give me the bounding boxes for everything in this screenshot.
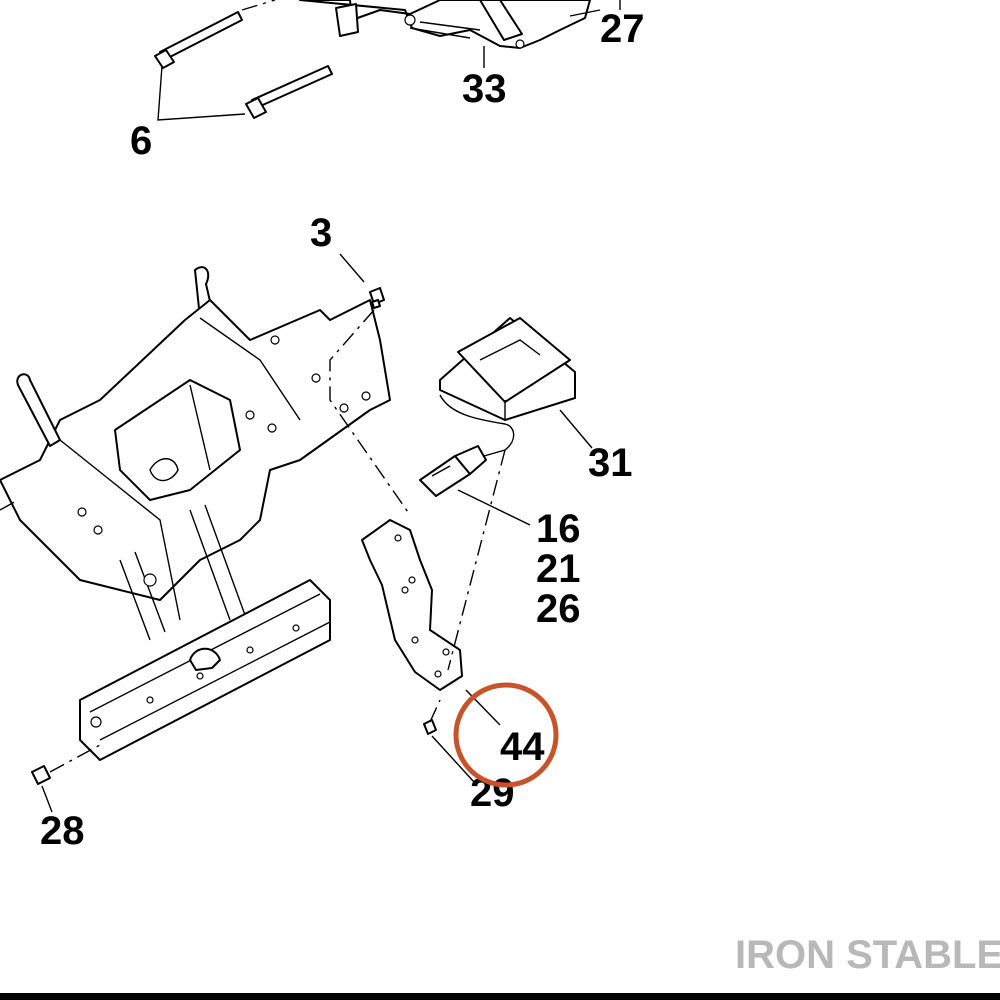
callout-26: 26: [536, 587, 581, 631]
callout-31: 31: [588, 441, 633, 485]
callout-44: 44: [500, 725, 545, 769]
bolt-lower: [245, 65, 333, 119]
bottom-border: [0, 993, 1000, 1000]
watermark-text: IRON STABLE: [735, 933, 1000, 977]
highlight-circle: [453, 682, 559, 788]
main-frame: [0, 266, 391, 785]
axis-line-29: [429, 699, 441, 723]
callout-28: 28: [40, 809, 85, 853]
bolt-3: [369, 287, 385, 309]
leader-lines: [41, 0, 621, 813]
callout-3: 3: [310, 211, 332, 255]
bracket-assembly-33: [299, 0, 601, 49]
callout-16: 16: [536, 507, 581, 551]
callout-6: 6: [130, 119, 152, 163]
screw-29: [423, 719, 437, 735]
callout-33: 33: [462, 67, 507, 111]
bolt-upper: [154, 11, 243, 69]
bolt-pair-6: [154, 0, 333, 119]
wire-connector-16: [419, 445, 487, 497]
control-module-31: [439, 317, 576, 461]
axis-line-31: [447, 449, 506, 671]
callout-27: 27: [600, 7, 645, 51]
callout-21: 21: [536, 547, 581, 591]
mounting-bracket-44: [361, 519, 463, 691]
axis-line-3: [329, 309, 411, 516]
